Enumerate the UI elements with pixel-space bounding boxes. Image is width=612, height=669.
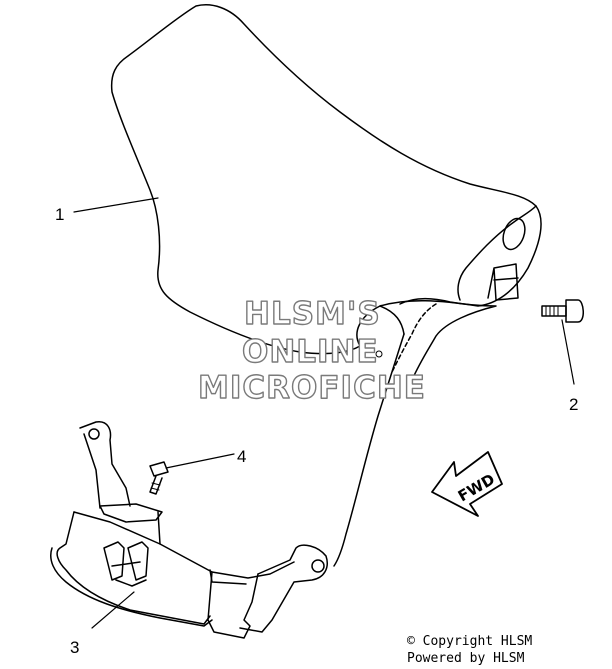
leader-line-1 <box>73 197 159 213</box>
bracket-body-front <box>56 511 211 625</box>
bracket-body-top <box>73 511 295 579</box>
leader-line-4 <box>165 453 235 469</box>
watermark: HLSM'S ONLINE MICROFICHE <box>197 295 426 406</box>
screw-head <box>149 461 169 477</box>
bracket-part <box>50 421 328 639</box>
screw-threads <box>150 482 161 491</box>
seat-rear-dashed <box>391 303 437 373</box>
callout-3: 3 <box>70 638 79 657</box>
seat-hook-line <box>333 333 405 567</box>
watermark-dot <box>375 350 383 358</box>
bolt-part <box>541 299 584 323</box>
powered-by-line: Powered by HLSM <box>407 651 525 666</box>
callout-2: 2 <box>569 395 578 414</box>
bracket-top-tab <box>79 421 131 507</box>
bolt-threads <box>545 305 559 317</box>
bolt-head <box>565 299 584 323</box>
seat-part <box>110 4 542 381</box>
bracket-plate <box>99 503 163 523</box>
bracket-right-arm <box>239 544 328 633</box>
seat-hook-hole <box>502 217 526 251</box>
leader-line-2 <box>561 319 575 385</box>
copyright-notice: © Copyright HLSM Powered by HLSM <box>407 633 607 667</box>
bracket-top-hole <box>88 428 100 440</box>
callout-1: 1 <box>55 205 64 224</box>
bracket-right-hole <box>311 559 325 573</box>
bracket-body-lower <box>50 547 213 627</box>
screw-part <box>149 461 169 495</box>
watermark-line-2: ONLINE <box>242 334 379 370</box>
forward-direction-arrow: FWD <box>431 451 503 517</box>
bracket-side-plate <box>207 571 259 639</box>
bracket-upright <box>83 433 101 509</box>
screw-shaft <box>149 475 163 495</box>
copyright-line: © Copyright HLSM <box>407 634 533 649</box>
fwd-arrow-outline <box>431 451 503 517</box>
seat-rear-side <box>457 205 537 301</box>
watermark-line-1: HLSM'S <box>244 296 381 332</box>
callout-4: 4 <box>237 447 246 466</box>
watermark-line-3: MICROFICHE <box>198 370 426 406</box>
bracket-clip <box>103 541 149 587</box>
seat-front-lip <box>379 305 405 335</box>
bracket-inner-edge <box>157 511 247 585</box>
leader-line-3 <box>91 591 135 629</box>
seat-rear-panel <box>399 297 497 381</box>
seat-bracket <box>487 263 519 301</box>
seat-outline <box>110 4 542 355</box>
